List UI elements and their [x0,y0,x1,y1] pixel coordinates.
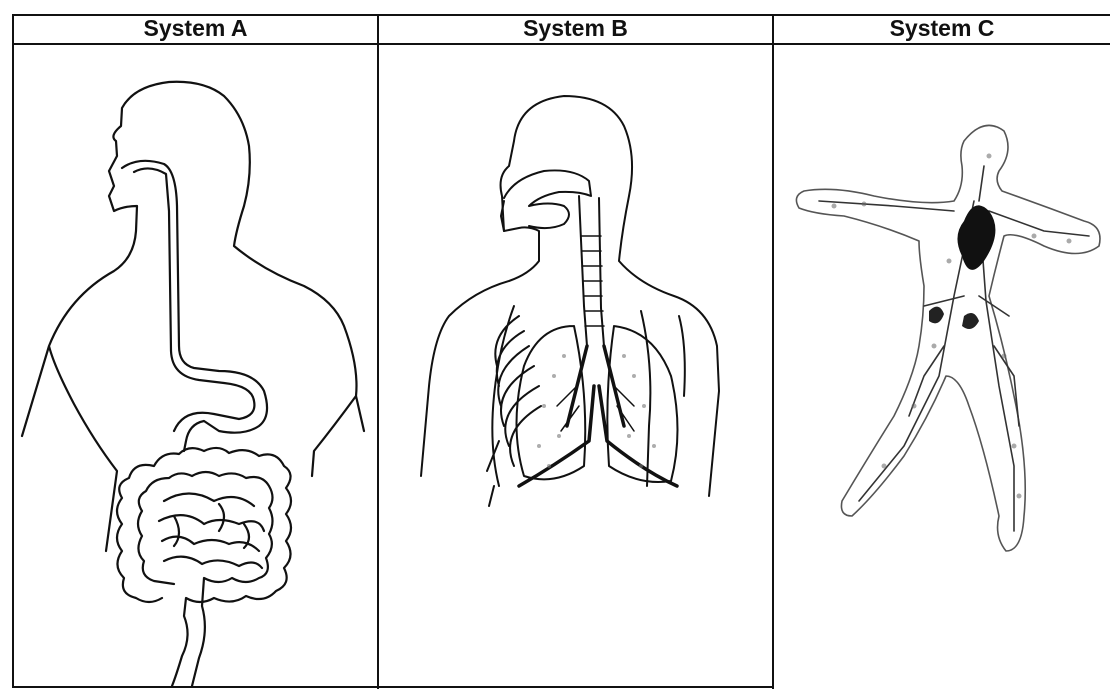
systems-table: System A System B System C [12,14,1110,689]
cell-system-c [774,46,1110,687]
body-outline [22,82,364,551]
heart [957,205,995,270]
header-system-a: System A [14,14,377,43]
cell-system-b [379,46,772,687]
kidney-left [929,307,944,324]
capillary-stipple [832,154,1072,499]
lung-stipple [537,354,656,468]
rib-cage [492,306,541,486]
left-lung [517,326,586,479]
small-intestine [159,494,264,569]
nasal-cavity [504,170,591,228]
body-outline [421,96,719,496]
header-system-b: System B [379,14,772,43]
trachea [579,196,604,346]
diaphragm [519,386,677,486]
cell-system-a [14,46,377,687]
digestive-system-illustration [14,46,377,687]
header-divider [12,43,1110,45]
respiratory-system-illustration [379,46,772,687]
header-system-c: System C [774,14,1110,43]
body-outline [796,125,1100,551]
circulatory-system-illustration [774,46,1110,687]
kidney-right [962,313,979,329]
